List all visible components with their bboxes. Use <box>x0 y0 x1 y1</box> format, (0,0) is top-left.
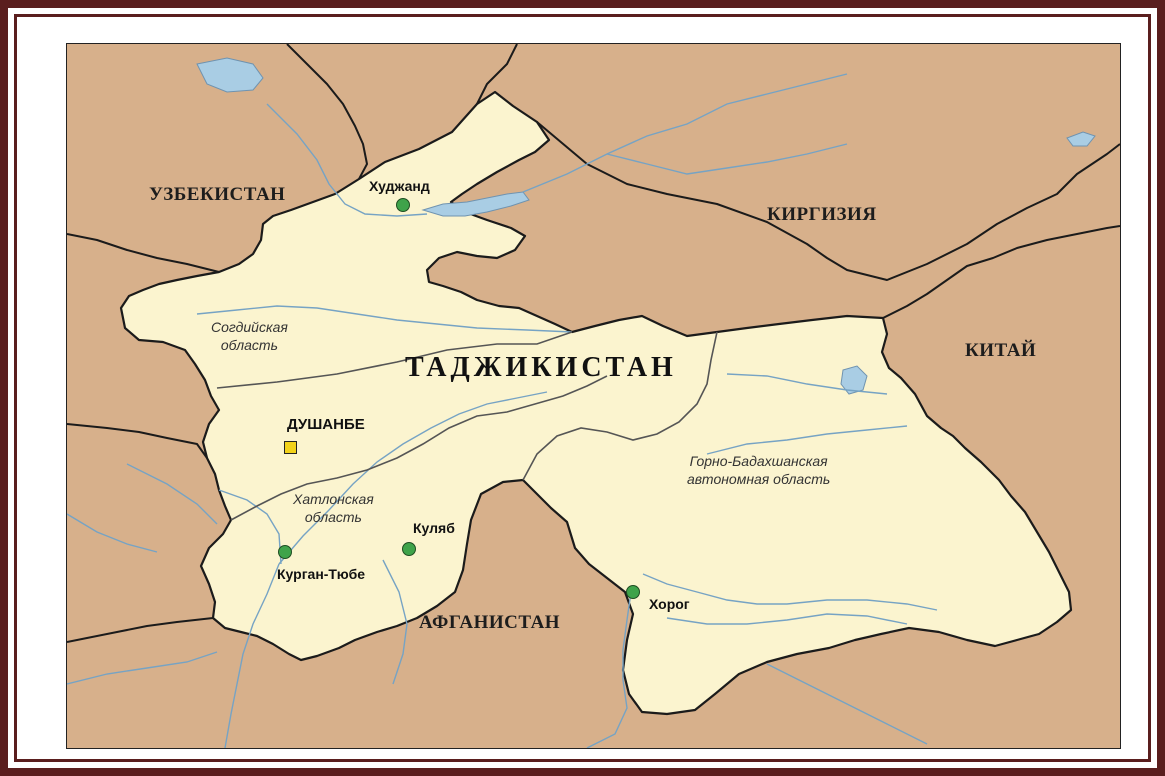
lakes <box>196 57 1096 395</box>
label-city-khorog: Хорог <box>649 596 690 612</box>
label-region-sogd: Согдийская область <box>211 318 288 354</box>
label-region-sogd-line1: Согдийская <box>211 319 288 335</box>
city-marker-khorog[interactable] <box>626 585 640 599</box>
label-city-khujand: Худжанд <box>369 178 430 194</box>
map-canvas[interactable]: УЗБЕКИСТАН КИРГИЗИЯ КИТАЙ АФГАНИСТАН ТАД… <box>66 43 1121 749</box>
label-region-gbao: Горно-Бадахшанская автономная область <box>687 452 830 488</box>
region-borders <box>216 331 718 521</box>
label-china: КИТАЙ <box>965 340 1037 361</box>
label-region-gbao-line2: автономная область <box>687 471 831 487</box>
tajikistan-territory <box>119 90 1073 716</box>
international-borders <box>67 44 1120 643</box>
label-region-khatlon: Хатлонская область <box>293 490 374 526</box>
label-region-gbao-line1: Горно-Бадахшанская <box>689 453 828 469</box>
label-region-khatlon-line1: Хатлонская <box>293 491 374 507</box>
label-uzbekistan: УЗБЕКИСТАН <box>149 184 286 205</box>
label-capital-dushanbe: ДУШАНБЕ <box>287 416 365 433</box>
capital-marker-dushanbe[interactable] <box>284 441 297 454</box>
city-marker-khujand[interactable] <box>396 198 410 212</box>
rivers <box>67 73 938 748</box>
label-city-kurgan-tyube: Курган-Тюбе <box>277 566 366 582</box>
label-tajikistan: ТАДЖИКИСТАН <box>405 352 677 383</box>
label-afghanistan: АФГАНИСТАН <box>419 612 561 633</box>
label-region-sogd-line2: область <box>220 337 278 353</box>
map-svg <box>67 44 1120 748</box>
label-kyrgyzstan: КИРГИЗИЯ <box>767 204 877 225</box>
label-city-kulyab: Куляб <box>413 520 455 536</box>
label-region-khatlon-line2: область <box>304 509 362 525</box>
city-marker-kulyab[interactable] <box>402 542 416 556</box>
city-marker-kurgan-tyube[interactable] <box>278 545 292 559</box>
